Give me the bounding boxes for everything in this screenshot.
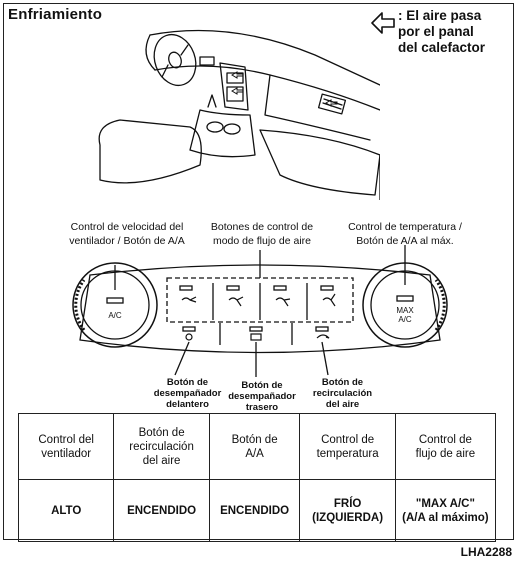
header-ac-button: Botón de A/A xyxy=(208,413,301,480)
fan-speed-knob xyxy=(72,262,158,348)
front-defrost-icon xyxy=(185,333,193,341)
bilevel-vent-icon xyxy=(228,296,244,307)
callout-temp-control: Control de temperatura / Botón de A/A al… xyxy=(348,221,462,247)
legend-text: : El aire pasa por el panal del calefact… xyxy=(398,8,486,55)
section-heading: Enfriamiento xyxy=(8,6,103,23)
left-knob-label: A/C xyxy=(108,311,122,320)
floor-defrost-icon xyxy=(322,293,336,307)
value-ac-button: ENCENDIDO xyxy=(208,479,301,542)
figure-code: LHA2288 xyxy=(460,545,512,559)
callout-front-defrost: Botón de desempañador delantero xyxy=(153,377,222,410)
callout-recirculation: Botón de recirculación del aire xyxy=(312,377,373,410)
header-fan-control: Control del ventilador xyxy=(17,413,115,480)
right-knob-label-line2: A/C xyxy=(398,315,412,324)
header-airflow: Control de flujo de aire xyxy=(394,413,497,480)
cooling-settings-table: Control del ventilador Botón de recircul… xyxy=(17,413,497,542)
climate-control-panel: A/C MAX A/C xyxy=(72,245,448,377)
header-recirculation: Botón de recirculación del aire xyxy=(113,413,210,480)
right-knob-label-line1: MAX xyxy=(396,306,414,315)
callout-rear-defrost: Botón de desempañador trasero xyxy=(228,380,296,413)
value-fan-control: ALTO xyxy=(17,479,115,542)
recirculation-icon xyxy=(316,334,330,339)
rear-defrost-icon xyxy=(250,333,262,341)
table-header-row: Control del ventilador Botón de recircul… xyxy=(17,413,497,480)
dashboard-illustration xyxy=(98,29,380,200)
outline-arrow-left-icon xyxy=(371,12,395,34)
value-airflow: "MAX A/C" (A/A al máximo) xyxy=(394,479,497,542)
floor-vent-icon xyxy=(275,297,291,307)
callout-fan-control: Control de velocidad del ventilador / Bo… xyxy=(69,221,185,247)
table-values-row: ALTO ENCENDIDO ENCENDIDO FRÍO (IZQUIERDA… xyxy=(17,479,497,542)
callout-mode-buttons: Botones de control de modo de flujo de a… xyxy=(210,221,314,247)
face-vent-icon xyxy=(181,296,197,303)
value-temperature: FRÍO (IZQUIERDA) xyxy=(299,479,396,542)
header-temperature: Control de temperatura xyxy=(299,413,396,480)
value-recirculation: ENCENDIDO xyxy=(113,479,210,542)
